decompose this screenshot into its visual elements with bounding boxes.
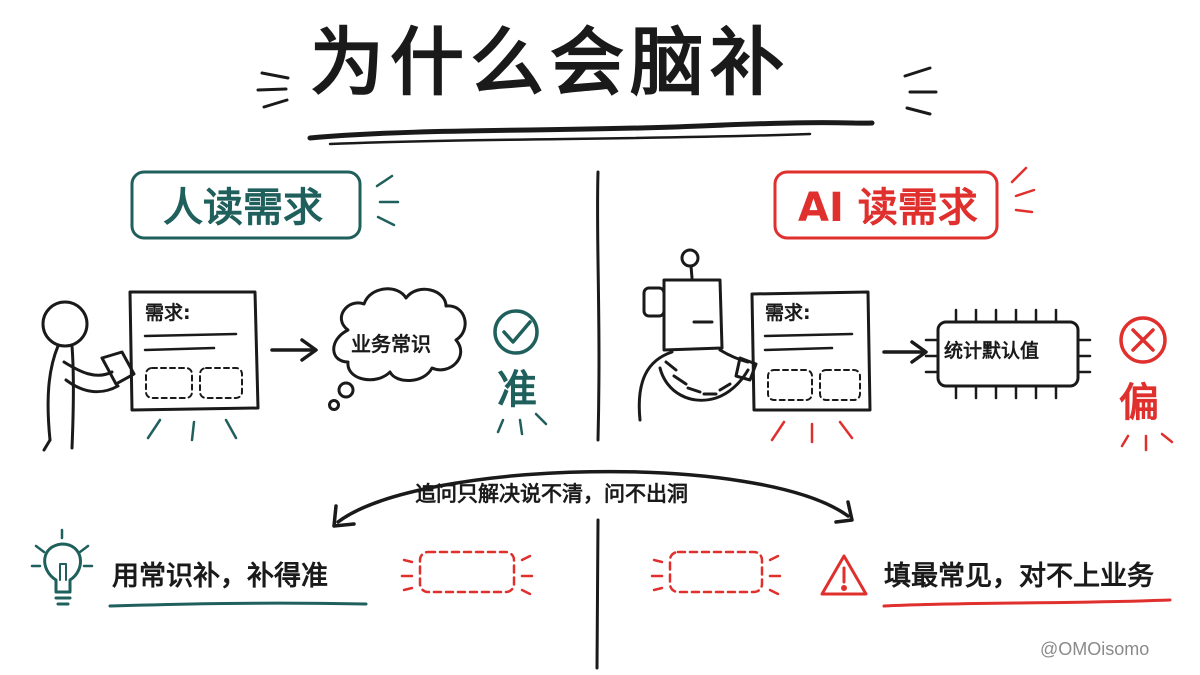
ai-document — [750, 290, 872, 412]
ai-verdict-spark — [1120, 432, 1174, 452]
human-badge-frame — [130, 170, 362, 240]
lightbulb-icon — [30, 528, 94, 606]
bottom-dashed-slot-right — [650, 550, 782, 596]
ai-doc-glow — [770, 420, 854, 444]
person-figure — [41, 300, 136, 452]
human-outcome: 用常识补，补得准 — [112, 561, 328, 592]
arc-caption: 追问只解决说不清，问不出洞 — [415, 482, 688, 506]
title-spark-left — [256, 71, 290, 109]
thought-cloud — [328, 287, 467, 411]
thought-cloud-label: 业务常识 — [351, 332, 431, 356]
ai-badge-spark — [1010, 166, 1036, 214]
human-badge-label: 人读需求 — [163, 185, 323, 231]
human-arrow — [270, 338, 318, 362]
human-badge-spark — [375, 174, 400, 227]
check-circle-icon — [493, 309, 539, 355]
human-verdict: 准 — [497, 367, 537, 413]
human-verdict-spark — [496, 412, 548, 436]
chip-icon — [924, 308, 1092, 400]
ai-arrow — [882, 340, 928, 364]
ai-verdict: 偏 — [1119, 380, 1159, 426]
human-doc-label: 需求: — [145, 302, 191, 324]
ai-badge-frame — [773, 170, 999, 240]
chip-label: 统计默认值 — [944, 340, 1040, 362]
ai-outcome: 填最常见，对不上业务 — [884, 561, 1154, 592]
title-spark-right — [903, 66, 938, 116]
page-title: 为什么会脑补 — [310, 20, 790, 106]
warning-triangle-icon — [820, 554, 868, 596]
bottom-dashed-slot-left — [400, 550, 534, 596]
center-divider-bottom — [595, 518, 600, 670]
arc-arrow — [332, 469, 854, 528]
center-divider-top — [596, 170, 601, 442]
human-document — [128, 290, 260, 412]
title-underline — [307, 120, 875, 141]
human-outcome-underline — [108, 601, 368, 608]
watermark: @OMOisomo — [1040, 639, 1150, 659]
ai-doc-label: 需求: — [765, 302, 811, 324]
ai-outcome-underline — [882, 598, 1172, 608]
x-circle-icon — [1119, 316, 1167, 364]
robot-figure — [637, 248, 758, 422]
human-doc-glow — [146, 418, 238, 442]
ai-badge-label: AI 读需求 — [798, 185, 978, 231]
